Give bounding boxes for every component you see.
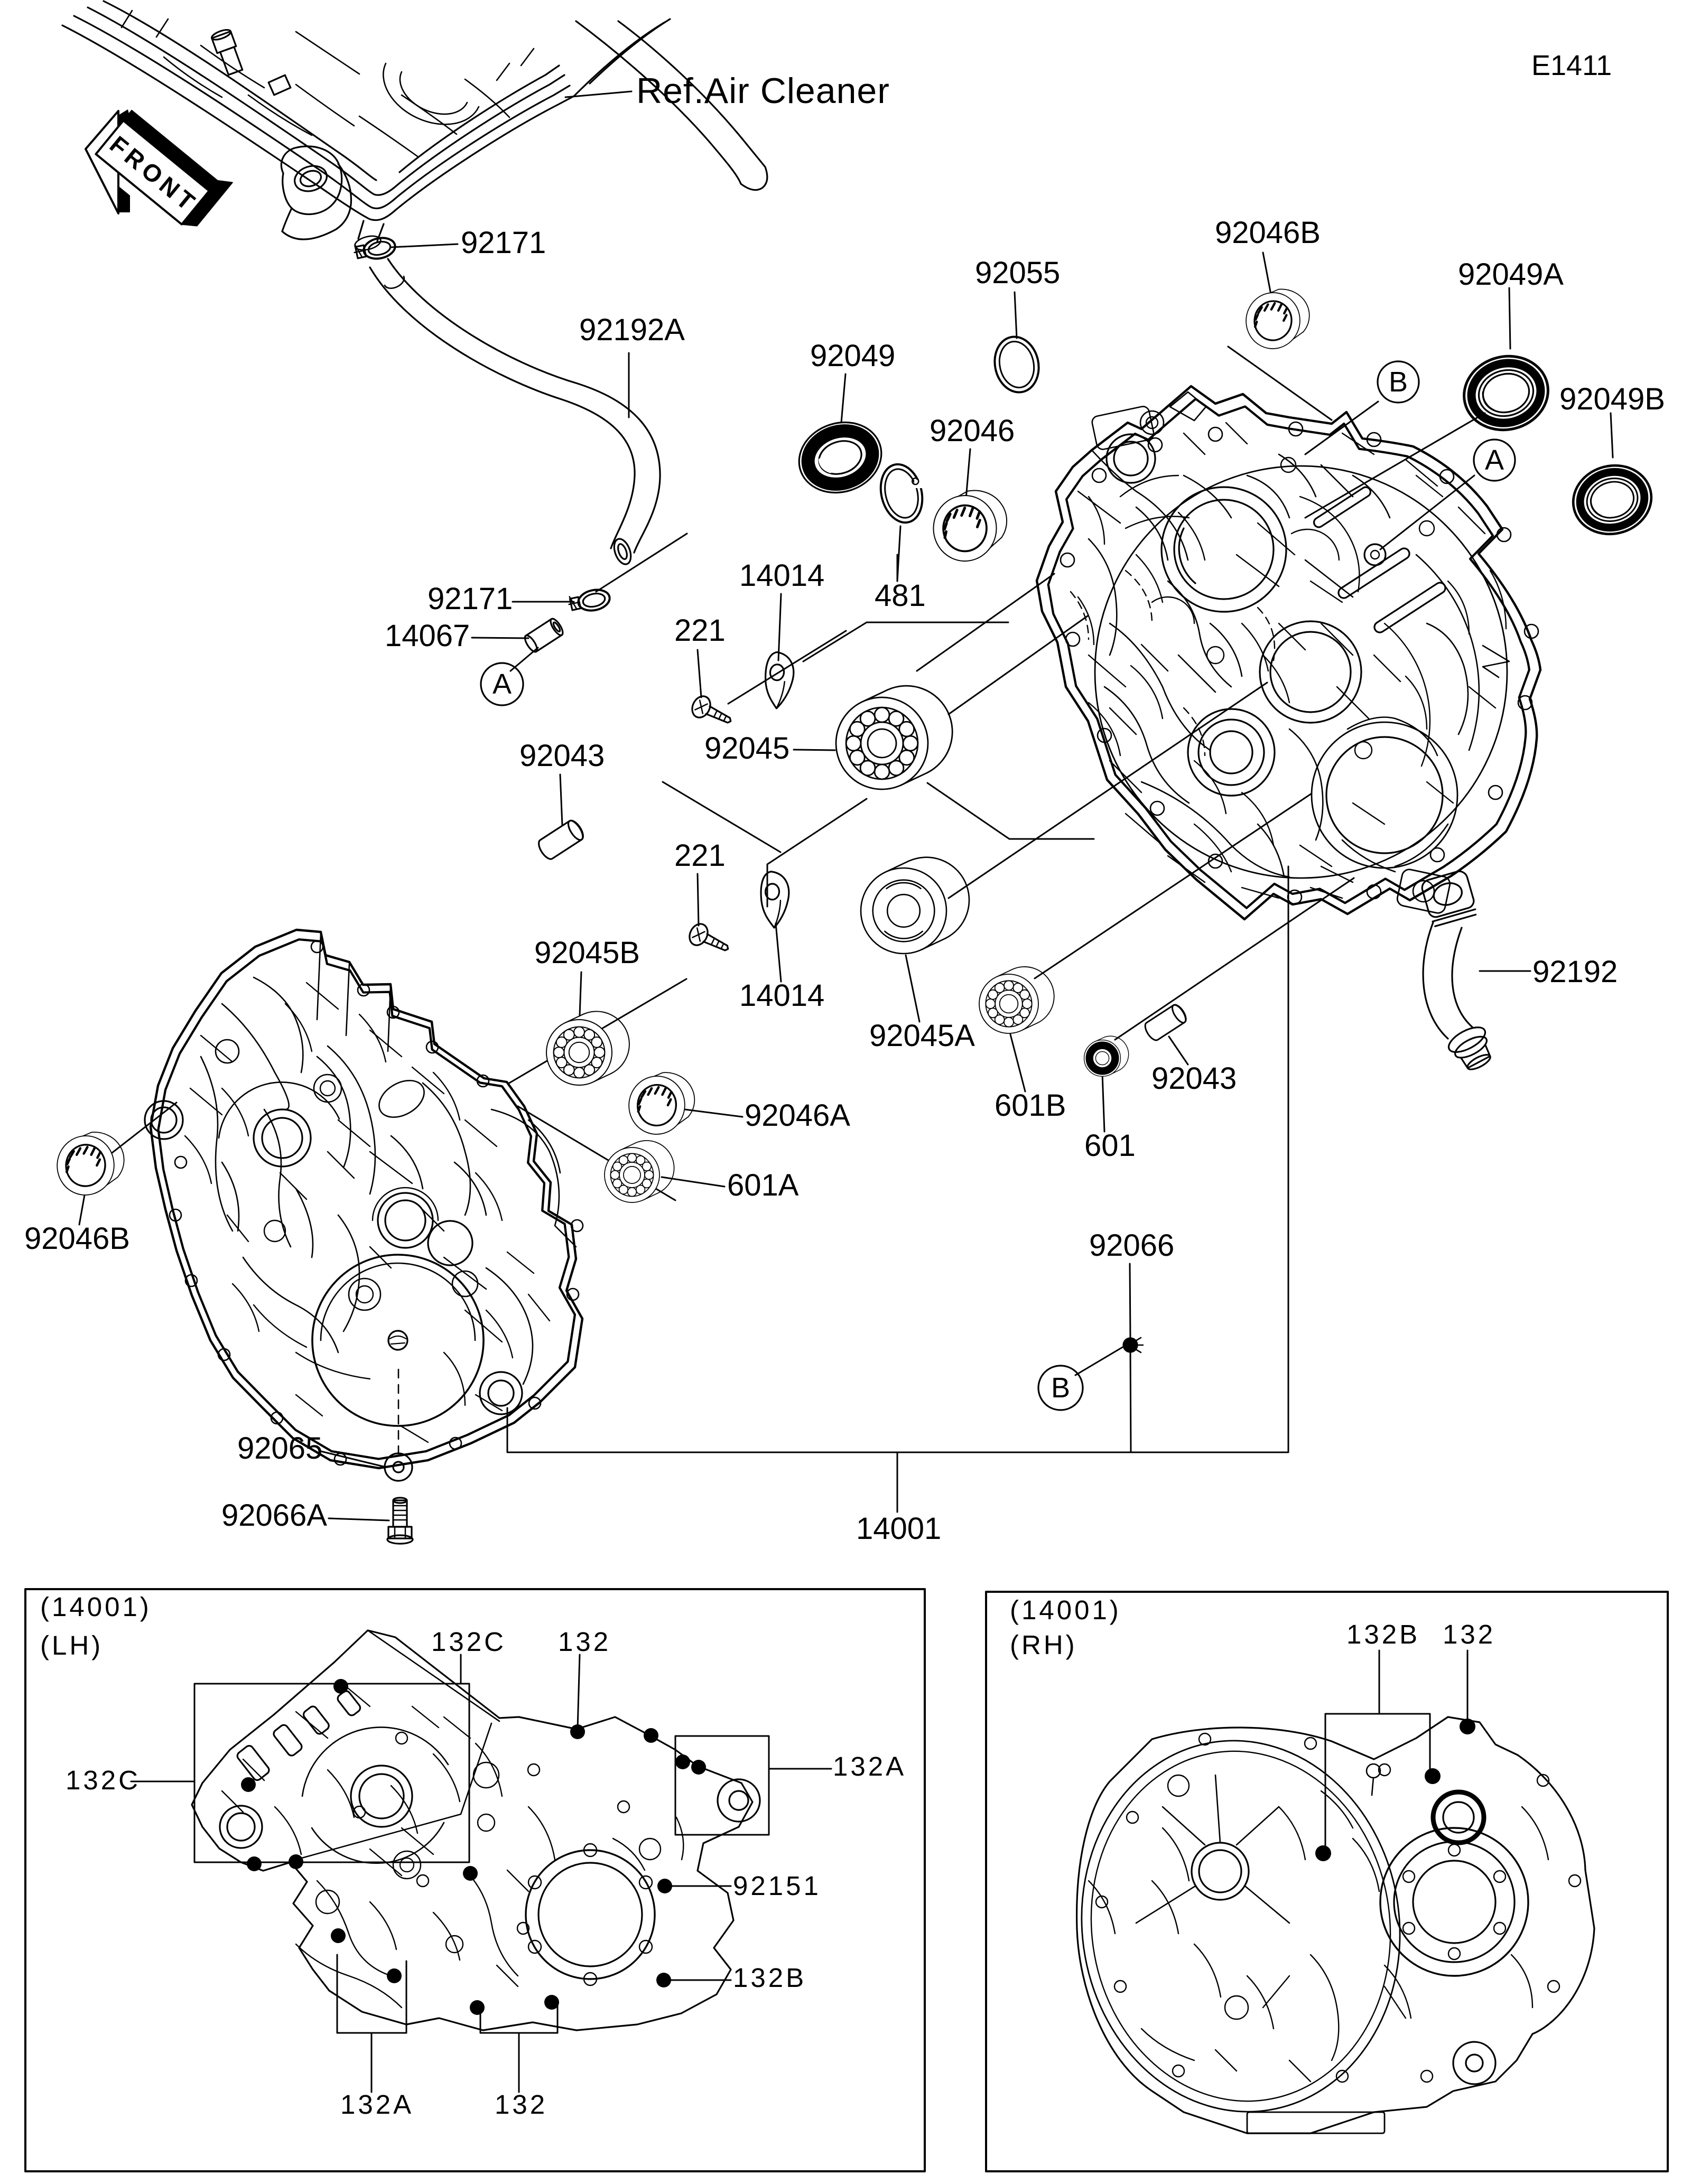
svg-text:B: B: [1389, 366, 1408, 398]
svg-text:A: A: [1485, 444, 1504, 476]
svg-text:B: B: [1051, 1372, 1070, 1404]
svg-text:A: A: [493, 668, 512, 700]
